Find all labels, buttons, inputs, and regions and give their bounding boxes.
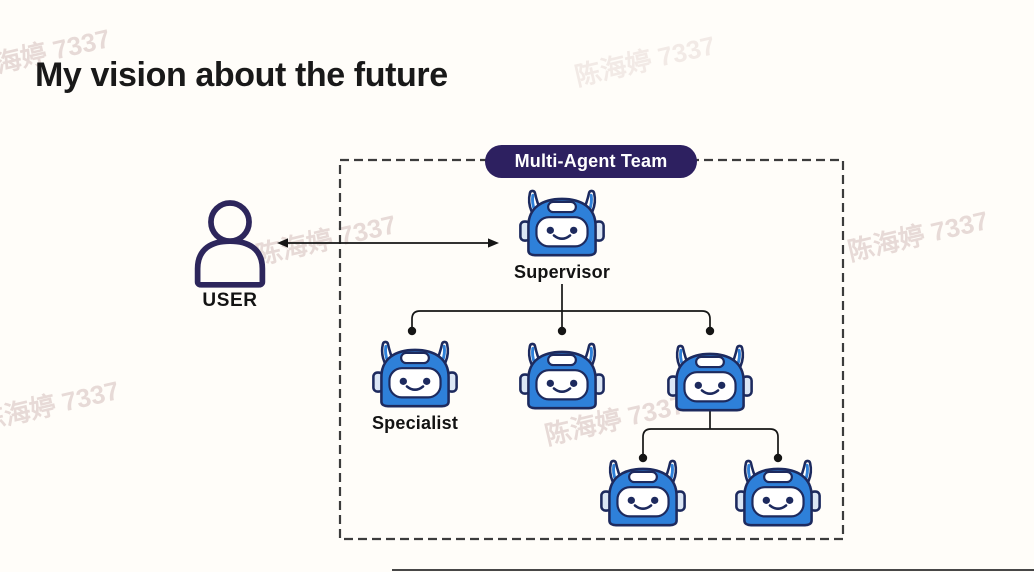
robot-icon <box>734 458 822 531</box>
robot-icon <box>518 341 606 414</box>
robot-icon <box>666 343 754 416</box>
specialist-middle-node <box>518 341 606 415</box>
worker-right-node <box>734 458 822 532</box>
user-supervisor-arrow <box>277 238 499 248</box>
robot-icon <box>518 188 606 261</box>
bottom-edge-line <box>392 569 1034 571</box>
branch-dot <box>705 326 715 336</box>
specialist-label: Specialist <box>371 413 459 433</box>
supervisor-branch-lines <box>411 284 711 327</box>
branch-dot <box>407 326 417 336</box>
specialist-branch-lines <box>642 409 779 454</box>
robot-icon <box>599 458 687 531</box>
supervisor-node: Supervisor <box>514 188 610 283</box>
supervisor-label: Supervisor <box>513 262 611 282</box>
page-title: My vision about the future <box>35 56 448 94</box>
user-icon <box>190 198 270 288</box>
specialist-left-node: Specialist <box>371 339 459 434</box>
user-label: USER <box>202 290 258 311</box>
team-boundary-box <box>338 158 845 541</box>
branch-dot <box>638 453 648 463</box>
branch-dot <box>773 453 783 463</box>
worker-left-node <box>599 458 687 532</box>
multi-agent-team-badge: Multi-Agent Team <box>485 145 697 178</box>
robot-icon <box>371 339 459 412</box>
user-node: USER <box>188 198 272 312</box>
branch-dot <box>557 326 567 336</box>
specialist-right-node <box>666 343 754 417</box>
multi-agent-team-label: Multi-Agent Team <box>514 151 668 171</box>
